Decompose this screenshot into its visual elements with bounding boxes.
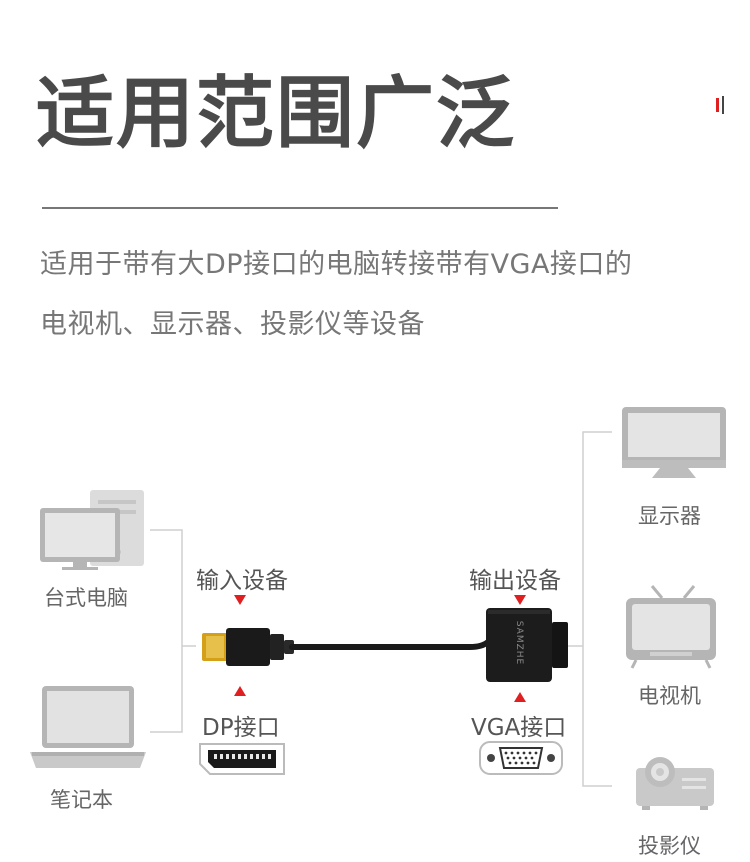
left-bracket-lines (150, 529, 196, 733)
output-arrow-down (514, 595, 526, 605)
laptop-icon (30, 686, 146, 768)
dp-arrow-up (234, 686, 246, 696)
adapter-cable (289, 639, 491, 650)
title-divider (42, 207, 558, 209)
page-title: 适用范围广泛 (36, 69, 517, 159)
dp-plug (202, 628, 294, 666)
dp-port-icon (199, 743, 285, 775)
vga-arrow-up (514, 692, 526, 702)
left-bracket (150, 529, 183, 733)
adapter-brand-text: SAMZHE (514, 620, 524, 666)
description-line-1: 适用于带有大DP接口的电脑转接带有VGA接口的 (40, 249, 633, 280)
dp-port-label: DP接口 (202, 715, 280, 741)
accent-mark-dark (722, 96, 724, 114)
desktop-label: 台式电脑 (44, 586, 128, 610)
input-device-label: 输入设备 (196, 568, 288, 594)
direction-arrows (234, 595, 526, 702)
desktop-icon (40, 490, 144, 570)
vga-port-label: VGA接口 (471, 715, 567, 741)
laptop-label: 笔记本 (50, 788, 113, 812)
vga-port-icon (479, 741, 563, 775)
right-bracket-lines (568, 431, 612, 787)
projector-icon (636, 757, 714, 810)
accent-mark-red (716, 98, 719, 112)
input-arrow-down (234, 595, 246, 605)
tv-label: 电视机 (638, 684, 701, 708)
monitor-label: 显示器 (638, 504, 701, 528)
projector-label: 投影仪 (638, 834, 701, 858)
right-bracket (582, 431, 612, 787)
description-line-2: 电视机、显示器、投影仪等设备 (40, 309, 425, 340)
vga-adapter-box (486, 608, 568, 682)
monitor-icon (622, 407, 726, 478)
output-device-label: 输出设备 (469, 568, 561, 594)
tv-icon (626, 585, 716, 669)
